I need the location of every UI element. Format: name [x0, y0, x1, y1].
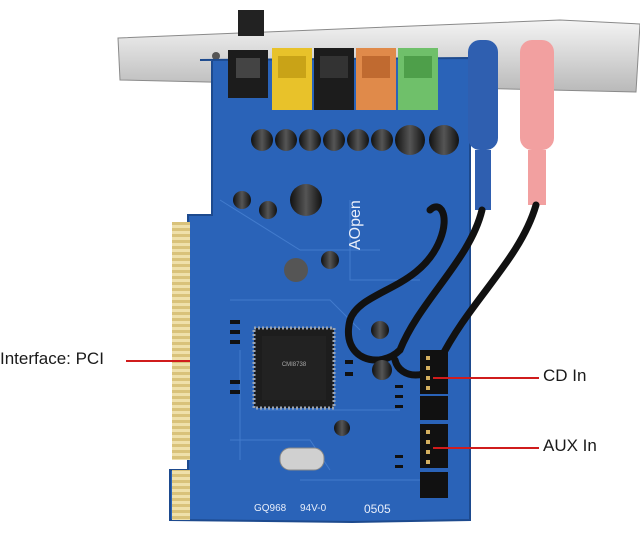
audio-plugs — [468, 40, 554, 210]
cd-header-2 — [420, 396, 448, 420]
svg-text:CMI8738: CMI8738 — [282, 362, 307, 368]
board-rating-text: 94V-0 — [300, 503, 327, 514]
callout-interface-pci: Interface: PCI — [0, 349, 104, 368]
audio-codec-chip: CMI8738 — [252, 326, 336, 410]
brand-logo-text: AOpen — [347, 200, 364, 250]
aux-header — [420, 424, 448, 468]
cd-aux-cables — [344, 201, 540, 379]
audio-jacks — [228, 48, 438, 110]
cd-header — [420, 350, 448, 394]
board-model-text: GQ968 — [254, 503, 287, 514]
callout-line-aux — [433, 447, 539, 449]
crystal-oscillator — [279, 447, 325, 471]
pci-gold-fingers — [172, 222, 190, 520]
aux-header-2 — [420, 472, 448, 498]
board-code-text: 0505 — [364, 502, 391, 516]
callout-aux-in: AUX In — [543, 436, 597, 455]
callout-cd-in: CD In — [543, 366, 587, 385]
callout-line-cd — [433, 377, 539, 379]
callout-line-pci — [126, 360, 190, 362]
capacitors — [233, 125, 459, 436]
smd-components — [230, 320, 403, 468]
